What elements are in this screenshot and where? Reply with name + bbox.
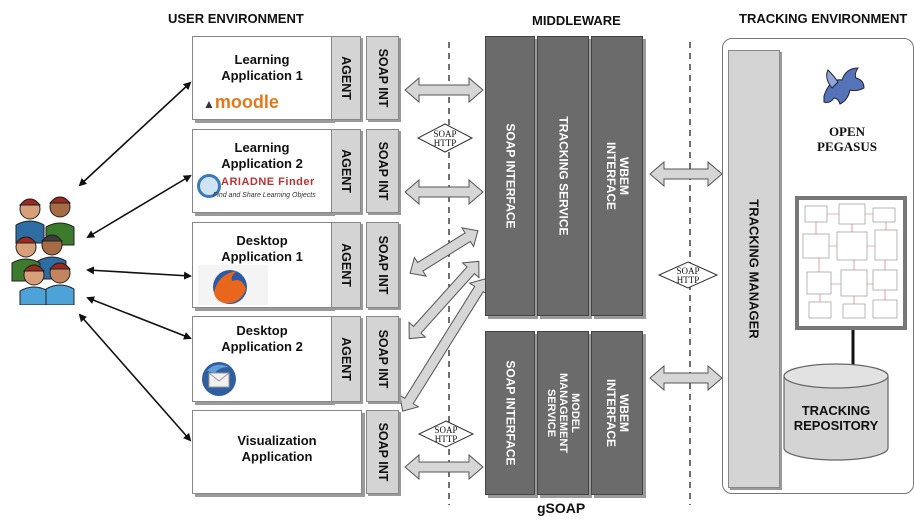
desktop1-title-line2: Application 1 bbox=[221, 249, 303, 264]
mw-top-soap-interface: SOAP INTERFACE bbox=[485, 36, 535, 316]
block-arrow-app2 bbox=[404, 178, 484, 206]
schema-to-repository-line bbox=[851, 330, 855, 366]
desktop1-title-line1: Desktop bbox=[236, 233, 288, 248]
moodle-hat-icon: ▲ bbox=[203, 97, 215, 111]
mw-bottom-soap-interface: SOAP INTERFACE bbox=[485, 331, 535, 495]
middleware-header: MIDDLEWARE bbox=[532, 13, 621, 28]
learning-application-2: Learning Application 2 ARIADNE Finder Fi… bbox=[192, 129, 332, 213]
app2-title-line2: Application 2 bbox=[221, 156, 303, 171]
agent-label-4: AGENT bbox=[339, 337, 353, 381]
agent-label-3: AGENT bbox=[339, 243, 353, 287]
firefox-logo-icon bbox=[198, 265, 268, 305]
soap-int-strip-5: SOAP INT bbox=[366, 410, 399, 494]
magnifier-icon bbox=[197, 174, 221, 198]
learning-application-1: Learning Application 1 ▲moodle bbox=[192, 36, 332, 120]
arrow-user-visualization bbox=[78, 313, 192, 442]
agent-strip-4: AGENT bbox=[331, 316, 361, 402]
mw-top-soap-interface-label: SOAP INTERFACE bbox=[503, 123, 518, 229]
soap-int-strip-3: SOAP INT bbox=[366, 222, 399, 308]
soap-int-label-3: SOAP INT bbox=[375, 235, 390, 295]
app1-title-line2: Application 1 bbox=[221, 68, 303, 83]
soap-int-label-5: SOAP INT bbox=[375, 422, 390, 482]
users-group-icon bbox=[11, 196, 75, 305]
mw-top-tracking-service: TRACKING SERVICE bbox=[537, 36, 589, 316]
soap-diamonds bbox=[416, 123, 719, 448]
tracking-manager-column: TRACKING MANAGER bbox=[728, 50, 780, 488]
block-arrows bbox=[398, 76, 723, 481]
mw-top-tracking-service-label: TRACKING SERVICE bbox=[556, 116, 571, 236]
desktop2-title-line1: Desktop bbox=[236, 323, 288, 338]
user-arrows bbox=[78, 81, 192, 442]
visualization-title-line2: Application bbox=[241, 449, 313, 464]
ariadne-logo: ARIADNE Finder Find and Share Learning O… bbox=[197, 174, 325, 208]
soap-int-label-1: SOAP INT bbox=[375, 48, 390, 108]
visualization-application: Visualization Application bbox=[192, 410, 362, 494]
soap-diamond-3 bbox=[417, 420, 475, 448]
desktop-application-1: Desktop Application 1 bbox=[192, 222, 332, 308]
block-arrow-visualization bbox=[404, 453, 484, 481]
agent-label-2: AGENT bbox=[339, 149, 353, 193]
arrow-user-app2 bbox=[86, 174, 192, 239]
desktop-application-2: Desktop Application 2 bbox=[192, 316, 332, 402]
thunderbird-logo-icon bbox=[202, 362, 236, 396]
soap-int-strip-4: SOAP INT bbox=[366, 316, 399, 402]
arrow-user-app1 bbox=[78, 81, 192, 187]
soap-diamond-1 bbox=[416, 123, 474, 153]
app1-title-line1: Learning bbox=[234, 52, 290, 67]
block-arrow-mw-bottom-tracking bbox=[649, 364, 723, 392]
soap-int-label-4: SOAP INT bbox=[375, 329, 390, 389]
pegasus-icon bbox=[823, 67, 865, 105]
agent-strip-2: AGENT bbox=[331, 129, 361, 213]
app2-title-line1: Learning bbox=[234, 140, 290, 155]
tracking-manager-label: TRACKING MANAGER bbox=[746, 199, 762, 339]
schema-diagram-thumbnail bbox=[795, 196, 907, 330]
desktop2-title-line2: Application 2 bbox=[221, 339, 303, 354]
soap-int-strip-2: SOAP INT bbox=[366, 129, 399, 213]
tracking-repository-cylinder bbox=[783, 363, 889, 461]
gsoap-label: gSOAP bbox=[537, 500, 586, 516]
schema-diagram-image bbox=[802, 203, 898, 319]
agent-strip-1: AGENT bbox=[331, 36, 361, 120]
user-environment-header: USER ENVIRONMENT bbox=[168, 11, 304, 26]
soap-diamond-2 bbox=[657, 261, 719, 289]
tracking-environment-header: TRACKING ENVIRONMENT bbox=[739, 11, 908, 26]
arrow-user-desktop1 bbox=[86, 266, 192, 280]
arrow-user-desktop2 bbox=[86, 296, 192, 340]
agent-label-1: AGENT bbox=[339, 56, 353, 100]
moodle-logo: ▲moodle bbox=[203, 92, 279, 112]
block-arrow-app1 bbox=[404, 76, 484, 104]
block-arrow-desktop1 bbox=[409, 227, 479, 277]
block-arrow-mw-top-tracking bbox=[649, 160, 723, 188]
mw-bottom-soap-interface-label: SOAP INTERFACE bbox=[503, 360, 518, 466]
soap-int-strip-1: SOAP INT bbox=[366, 36, 399, 120]
visualization-title-line1: Visualization bbox=[237, 433, 317, 448]
block-arrow-desktop2 bbox=[408, 260, 480, 340]
soap-int-label-2: SOAP INT bbox=[375, 141, 390, 201]
agent-strip-3: AGENT bbox=[331, 222, 361, 308]
